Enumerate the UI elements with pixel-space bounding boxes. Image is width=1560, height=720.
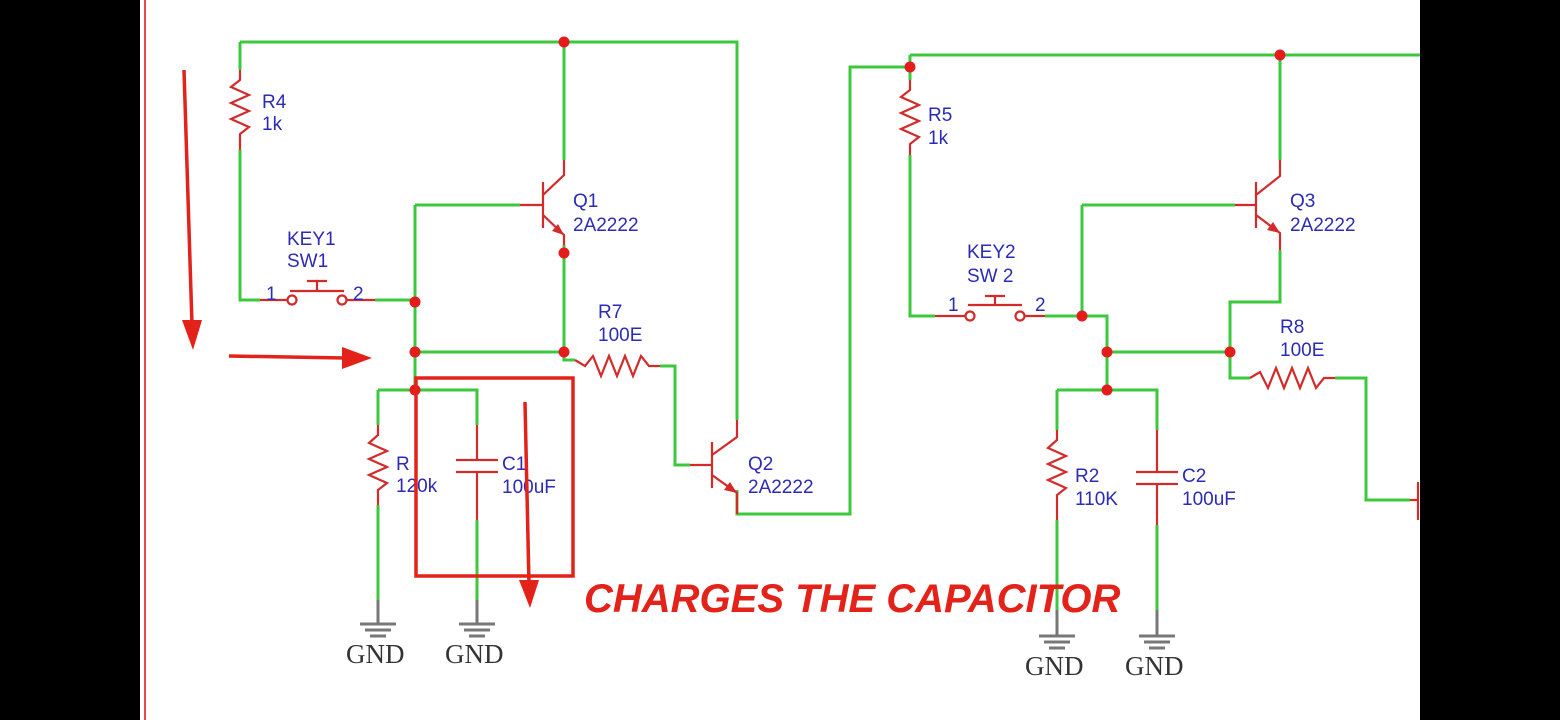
q1-value-label: 2A2222	[573, 215, 639, 236]
ground-symbol-4	[1139, 610, 1175, 650]
annotation-arrow-down-left	[182, 69, 202, 350]
key2-pin2-label: 2	[1035, 295, 1046, 316]
r1-ref-label: R	[396, 454, 410, 475]
r7-value-label: 100E	[598, 325, 642, 346]
annotation-arrow-right	[228, 347, 372, 369]
transistor-q2[interactable]	[690, 420, 739, 514]
annotation-arrow-down-capacitor	[519, 401, 539, 608]
resistor-r5[interactable]	[898, 80, 922, 155]
junction-dots	[409, 36, 1286, 396]
key1-value-label: SW1	[287, 251, 328, 272]
r2-value-label: 110K	[1075, 489, 1118, 510]
key2-ref-label: KEY2	[967, 242, 1016, 263]
r5-ref-label: R5	[928, 105, 952, 126]
c2-ref-label: C2	[1182, 466, 1206, 487]
ground-label-2: GND	[445, 639, 504, 669]
key2-value-label: SW 2	[967, 266, 1013, 287]
transistor-q3[interactable]	[1235, 160, 1282, 250]
transistor-q1[interactable]	[520, 160, 566, 245]
pushbutton-key2[interactable]	[935, 294, 1045, 322]
ground-symbol-3	[1039, 610, 1075, 650]
key1-ref-label: KEY1	[287, 229, 336, 250]
capacitor-c1[interactable]	[456, 425, 498, 520]
resistor-r8[interactable]	[1249, 365, 1335, 391]
c1-value-label: 100uF	[502, 477, 556, 498]
r7-ref-label: R7	[598, 302, 622, 323]
key1-pin2-label: 2	[353, 284, 364, 305]
r4-value-label: 1k	[262, 114, 283, 135]
r2-ref-label: R2	[1075, 466, 1099, 487]
ground-label-4: GND	[1125, 651, 1184, 681]
transistor-partial-edge	[1410, 482, 1420, 520]
annotation-capacitor-box	[414, 376, 575, 578]
ground-label-3: GND	[1025, 651, 1084, 681]
ground-label-1: GND	[346, 639, 405, 669]
pushbutton-key1[interactable]	[260, 279, 375, 306]
q2-ref-label: Q2	[748, 454, 773, 475]
capacitor-c2[interactable]	[1136, 430, 1178, 525]
r8-value-label: 100E	[1280, 340, 1324, 361]
q3-value-label: 2A2222	[1290, 215, 1356, 236]
annotation-text: CHARGES THE CAPACITOR	[584, 577, 1120, 621]
c2-value-label: 100uF	[1182, 489, 1236, 510]
q3-ref-label: Q3	[1290, 191, 1315, 212]
resistor-r4[interactable]	[228, 70, 252, 150]
ground-symbol-2	[459, 600, 495, 638]
key2-pin1-label: 1	[948, 295, 959, 316]
resistor-r1[interactable]	[366, 425, 390, 505]
resistor-r7[interactable]	[574, 353, 660, 379]
r8-ref-label: R8	[1280, 317, 1304, 338]
key1-pin1-label: 1	[266, 284, 277, 305]
q2-value-label: 2A2222	[748, 477, 814, 498]
r4-ref-label: R4	[262, 92, 287, 113]
ground-symbol-1	[360, 600, 396, 638]
resistor-r2[interactable]	[1045, 430, 1069, 520]
r5-value-label: 1k	[928, 128, 949, 149]
c1-ref-label: C1	[502, 454, 526, 475]
q1-ref-label: Q1	[573, 191, 598, 212]
